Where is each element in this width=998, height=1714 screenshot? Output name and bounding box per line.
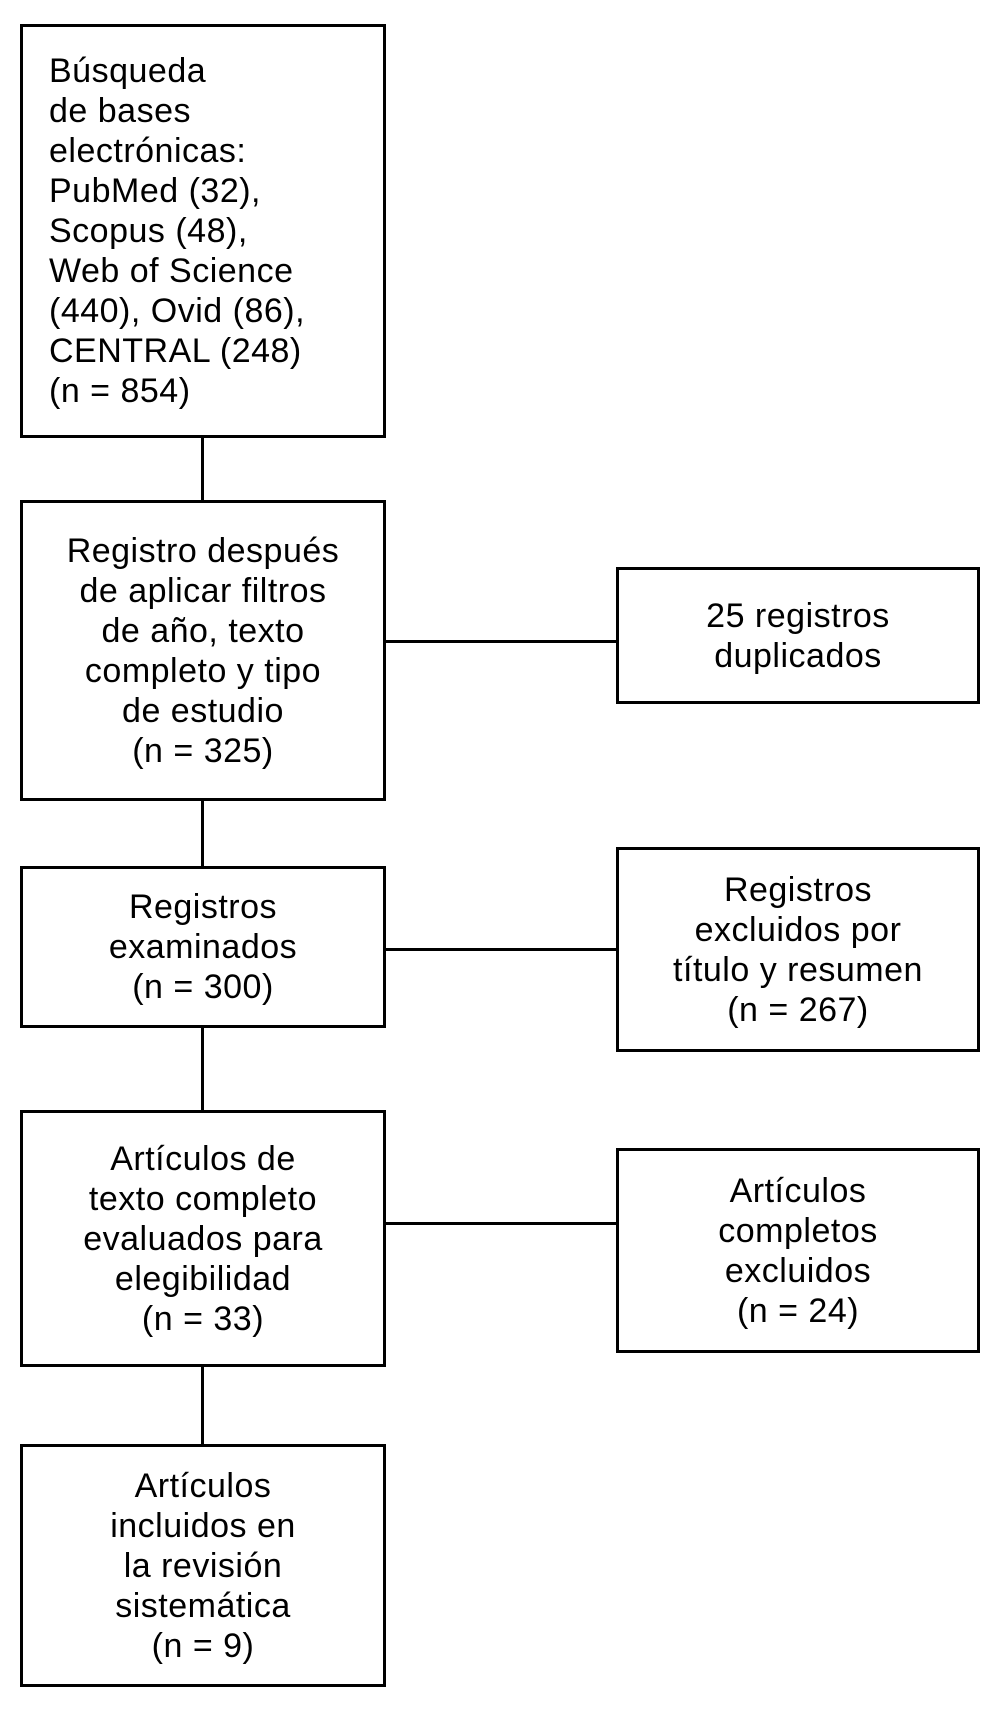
flow-box-records-screened: Registros examinados (n = 300) <box>20 866 386 1028</box>
flow-box-included: Artículos incluidos en la revisión siste… <box>20 1444 386 1687</box>
connector-screened-to-excluded <box>386 948 616 951</box>
connector-filters-to-duplicates <box>386 640 616 643</box>
connector-fulltext-to-included <box>201 1367 204 1444</box>
flow-box-database-search: Búsqueda de bases electrónicas: PubMed (… <box>20 24 386 438</box>
flow-box-fulltext-assessed-text: Artículos de texto completo evaluados pa… <box>83 1139 323 1338</box>
connector-search-to-filters <box>201 438 204 500</box>
connector-screened-to-fulltext <box>201 1028 204 1110</box>
flow-box-fulltext-assessed: Artículos de texto completo evaluados pa… <box>20 1110 386 1367</box>
flow-box-records-screened-text: Registros examinados (n = 300) <box>108 888 298 1006</box>
flow-box-fulltext-excluded: Artículos completos excluidos (n = 24) <box>616 1148 980 1353</box>
connector-fulltext-to-excluded <box>386 1222 616 1225</box>
flow-box-excluded-title-abstract: Registros excluidos por título y resumen… <box>616 847 980 1052</box>
flow-box-fulltext-excluded-text: Artículos completos excluidos (n = 24) <box>718 1171 878 1330</box>
flow-box-excluded-title-abstract-text: Registros excluidos por título y resumen… <box>673 870 923 1029</box>
flow-box-duplicates: 25 registros duplicados <box>616 567 980 704</box>
flow-box-database-search-text: Búsqueda de bases electrónicas: PubMed (… <box>49 52 306 410</box>
flow-box-after-filters: Registro después de aplicar filtros de a… <box>20 500 386 801</box>
connector-filters-to-screened <box>201 801 204 866</box>
flow-box-duplicates-text: 25 registros duplicados <box>706 596 890 675</box>
flow-box-included-text: Artículos incluidos en la revisión siste… <box>110 1466 296 1665</box>
flow-box-after-filters-text: Registro después de aplicar filtros de a… <box>66 531 340 770</box>
